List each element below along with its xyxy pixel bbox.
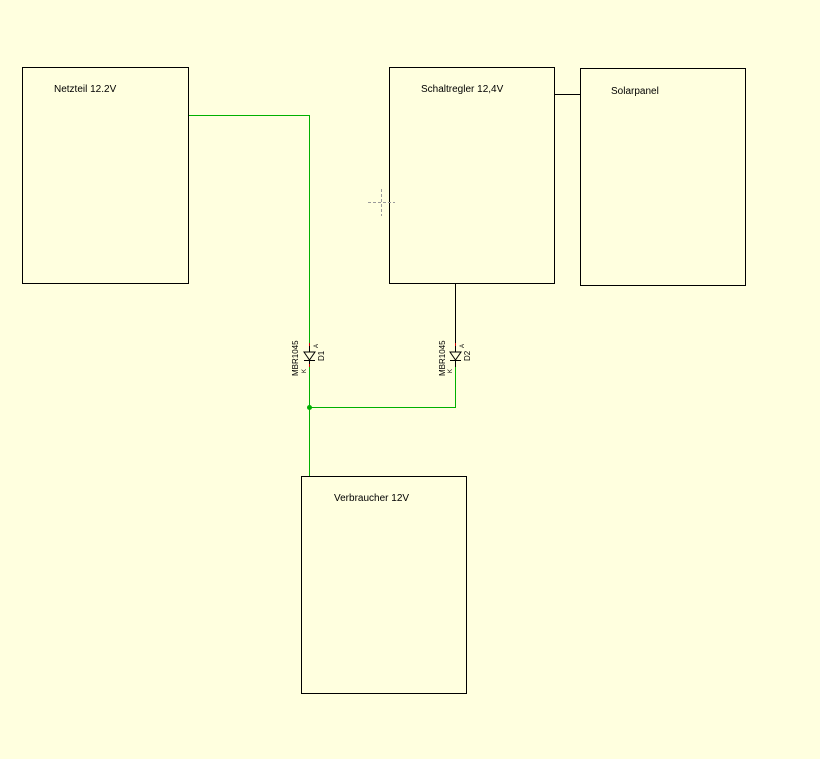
- d2-cathode-label: K: [448, 369, 454, 373]
- wire-d2-junction[interactable]: [309, 367, 456, 408]
- verbraucher-label: Verbraucher 12V: [334, 493, 409, 504]
- block-solarpanel[interactable]: Solarpanel: [580, 68, 746, 286]
- d2-reference: D2: [463, 350, 472, 361]
- d2-part-number: MBR1045: [438, 340, 447, 376]
- diode-d2[interactable]: MBR1045 D2 A K: [438, 340, 472, 376]
- block-schaltregler[interactable]: Schaltregler 12,4V: [389, 67, 555, 284]
- crosshair-cursor-icon: [368, 189, 395, 216]
- block-verbraucher[interactable]: Verbraucher 12V: [301, 476, 467, 694]
- wire-netzteil-d1[interactable]: [189, 115, 310, 344]
- d2-anode-label: A: [460, 344, 466, 348]
- d1-reference: D1: [317, 350, 326, 361]
- block-netzteil[interactable]: Netzteil 12.2V: [22, 67, 189, 284]
- schaltregler-label: Schaltregler 12,4V: [421, 84, 504, 95]
- solarpanel-label: Solarpanel: [611, 86, 659, 97]
- d1-anode-label: A: [314, 344, 320, 348]
- junction-dot: [307, 405, 312, 410]
- d1-cathode-label: K: [302, 369, 308, 373]
- diode-d1[interactable]: MBR1045 D1 A K: [291, 340, 326, 376]
- netzteil-label: Netzteil 12.2V: [54, 84, 117, 95]
- d1-part-number: MBR1045: [291, 340, 300, 376]
